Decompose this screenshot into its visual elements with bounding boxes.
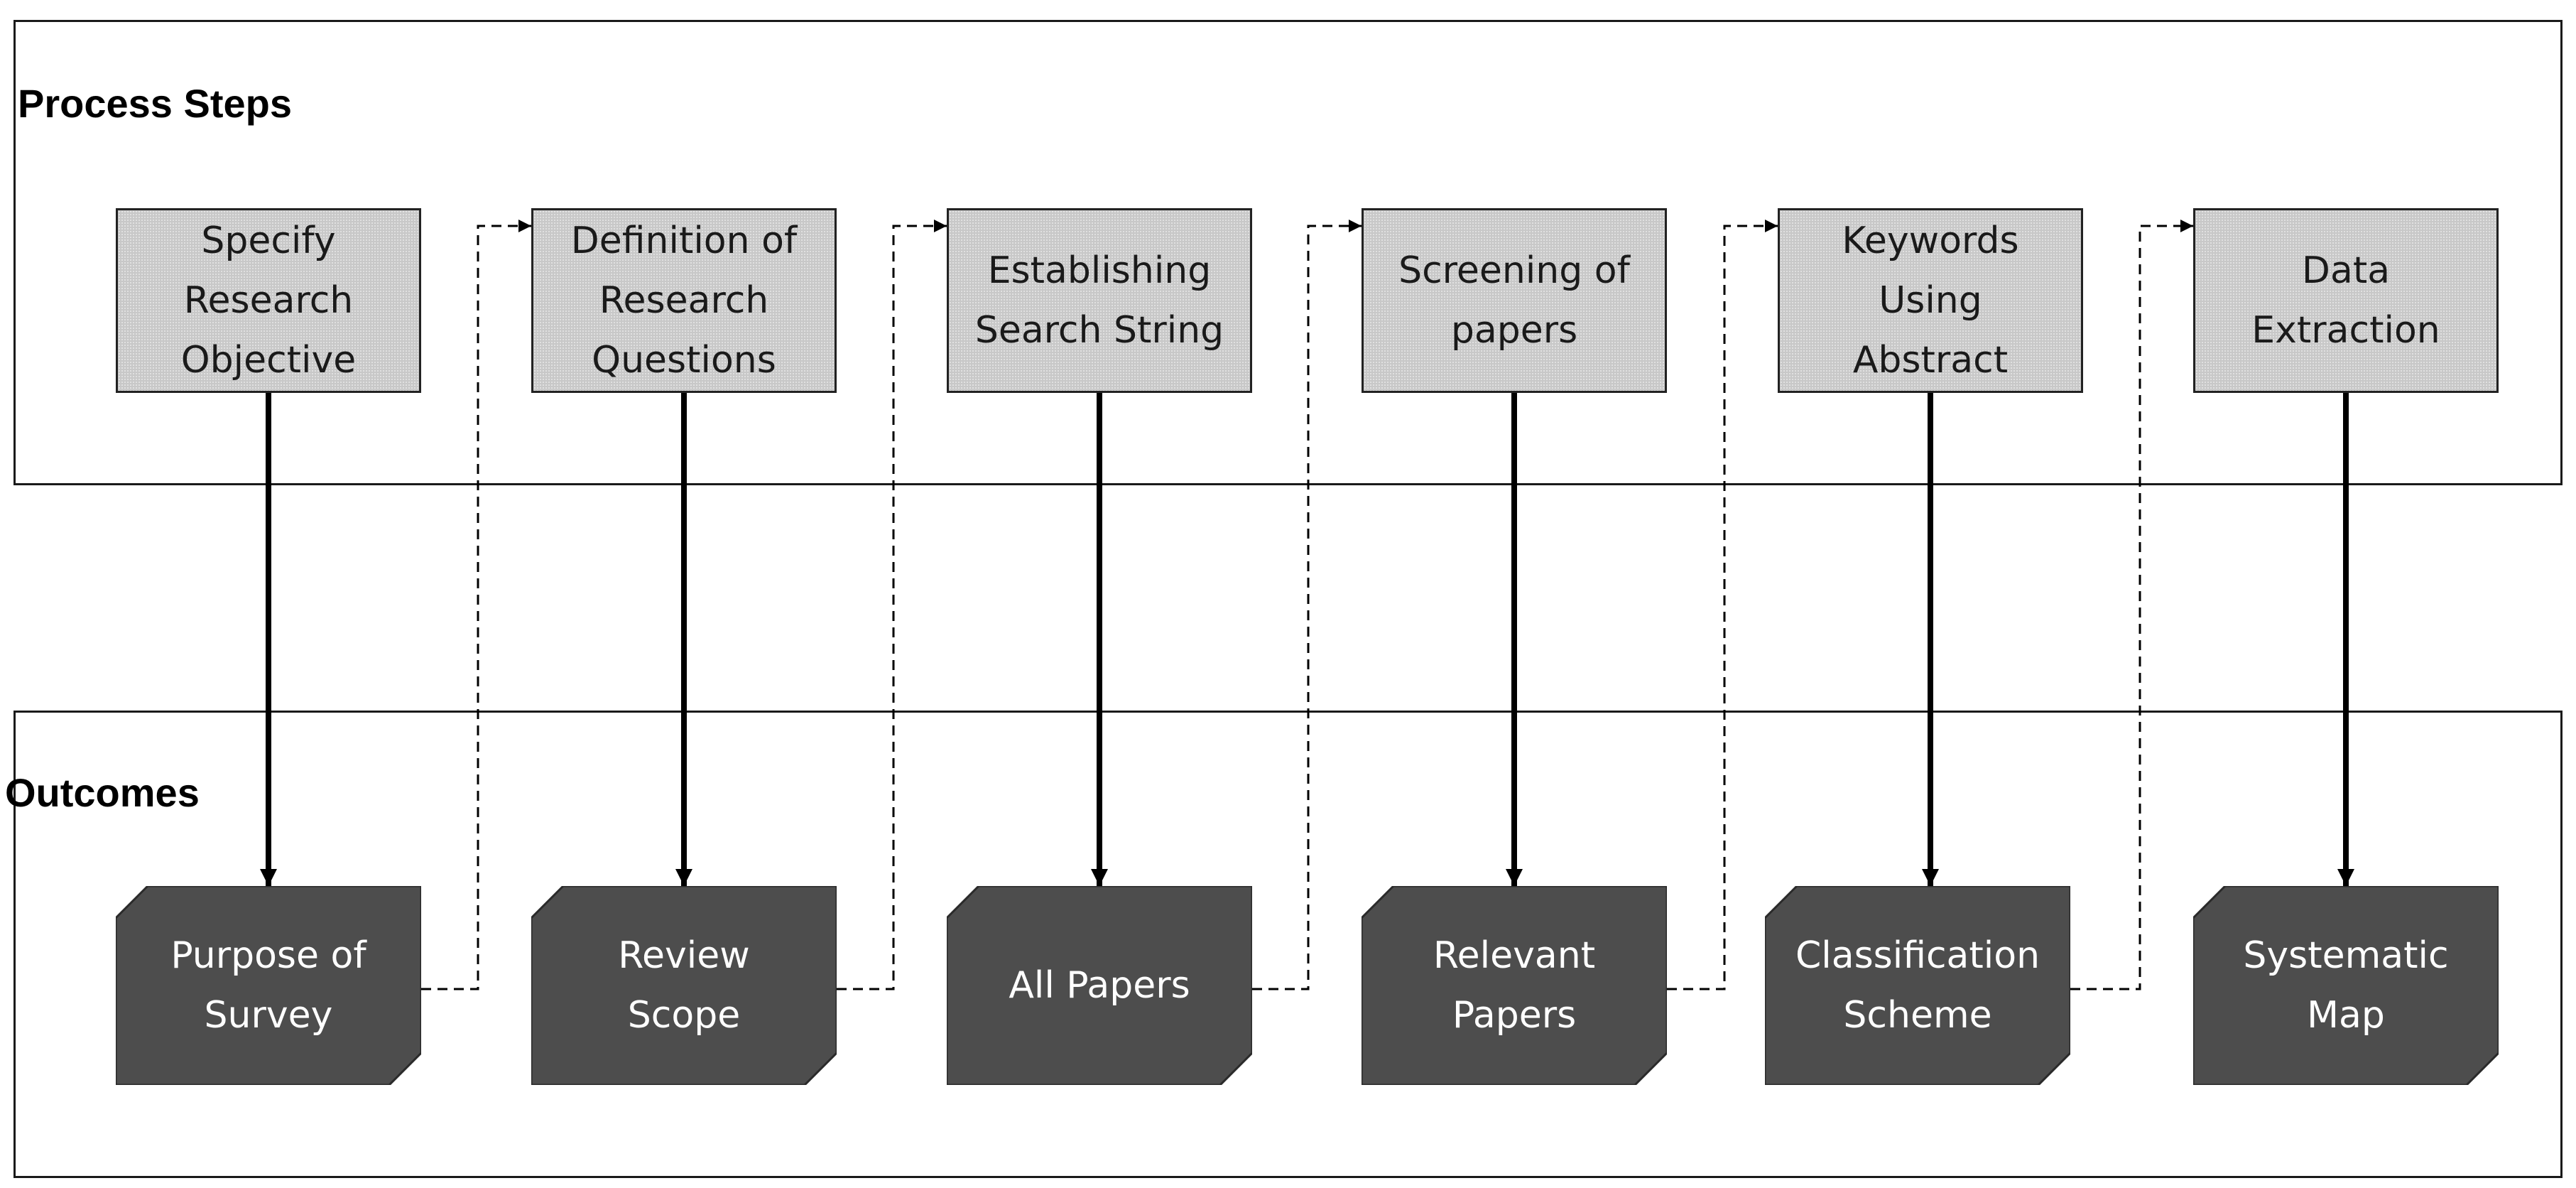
outcome-purpose-of-survey: Purpose of Survey: [116, 886, 421, 1085]
step-data-extraction: Data Extraction: [2193, 208, 2499, 393]
process-steps-title: Process Steps: [18, 81, 292, 126]
outcome-label: Classification Scheme: [1795, 934, 2040, 1037]
outcomes-title: Outcomes: [5, 770, 200, 815]
outcome-systematic-map: Systematic Map: [2193, 886, 2499, 1085]
outcome-to-next-step-connector: [421, 220, 531, 990]
step-label: Keywords Using Abstract: [1842, 220, 2019, 382]
step-label: Definition of Research Questions: [570, 220, 798, 382]
process-steps-panel: [13, 20, 2563, 485]
step-label: Screening of papers: [1398, 249, 1630, 352]
outcome-to-next-step-connector: [837, 220, 947, 990]
outcome-label: Relevant Papers: [1433, 934, 1596, 1037]
outcome-classification-scheme: Classification Scheme: [1765, 886, 2070, 1085]
outcome-shape: [116, 886, 421, 1085]
outcome-label: Systematic Map: [2243, 934, 2449, 1037]
step-specify-research-objective: Specify Research Objective: [116, 208, 421, 393]
outcome-all-papers: All Papers: [947, 886, 1252, 1085]
outcome-relevant-papers: Relevant Papers: [1362, 886, 1667, 1085]
outcome-to-next-step-connector: [1252, 220, 1362, 990]
outcome-shape: [531, 886, 837, 1085]
outcome-to-next-step-connector: [2070, 220, 2193, 990]
step-label: Data Extraction: [2251, 249, 2440, 352]
outcome-to-next-step-connector: [1667, 220, 1778, 990]
outcome-label: Review Scope: [618, 934, 750, 1037]
step-label: Establishing Search String: [974, 249, 1224, 352]
outcome-shape: [1765, 886, 2070, 1085]
outcomes-panel: [13, 711, 2563, 1178]
outcome-review-scope: Review Scope: [531, 886, 837, 1085]
outcome-label: Purpose of Survey: [170, 934, 366, 1037]
outcome-label: All Papers: [1009, 964, 1190, 1007]
outcome-shape: [2193, 886, 2499, 1085]
outcome-shape: [1362, 886, 1667, 1085]
step-establishing-search-string: Establishing Search String: [947, 208, 1252, 393]
step-screening-of-papers: Screening of papers: [1362, 208, 1667, 393]
step-label: Specify Research Objective: [180, 220, 357, 382]
step-definition-of-research-questions: Definition of Research Questions: [531, 208, 837, 393]
outcome-shape: [947, 886, 1252, 1085]
step-keywords-using-abstract: Keywords Using Abstract: [1778, 208, 2083, 393]
